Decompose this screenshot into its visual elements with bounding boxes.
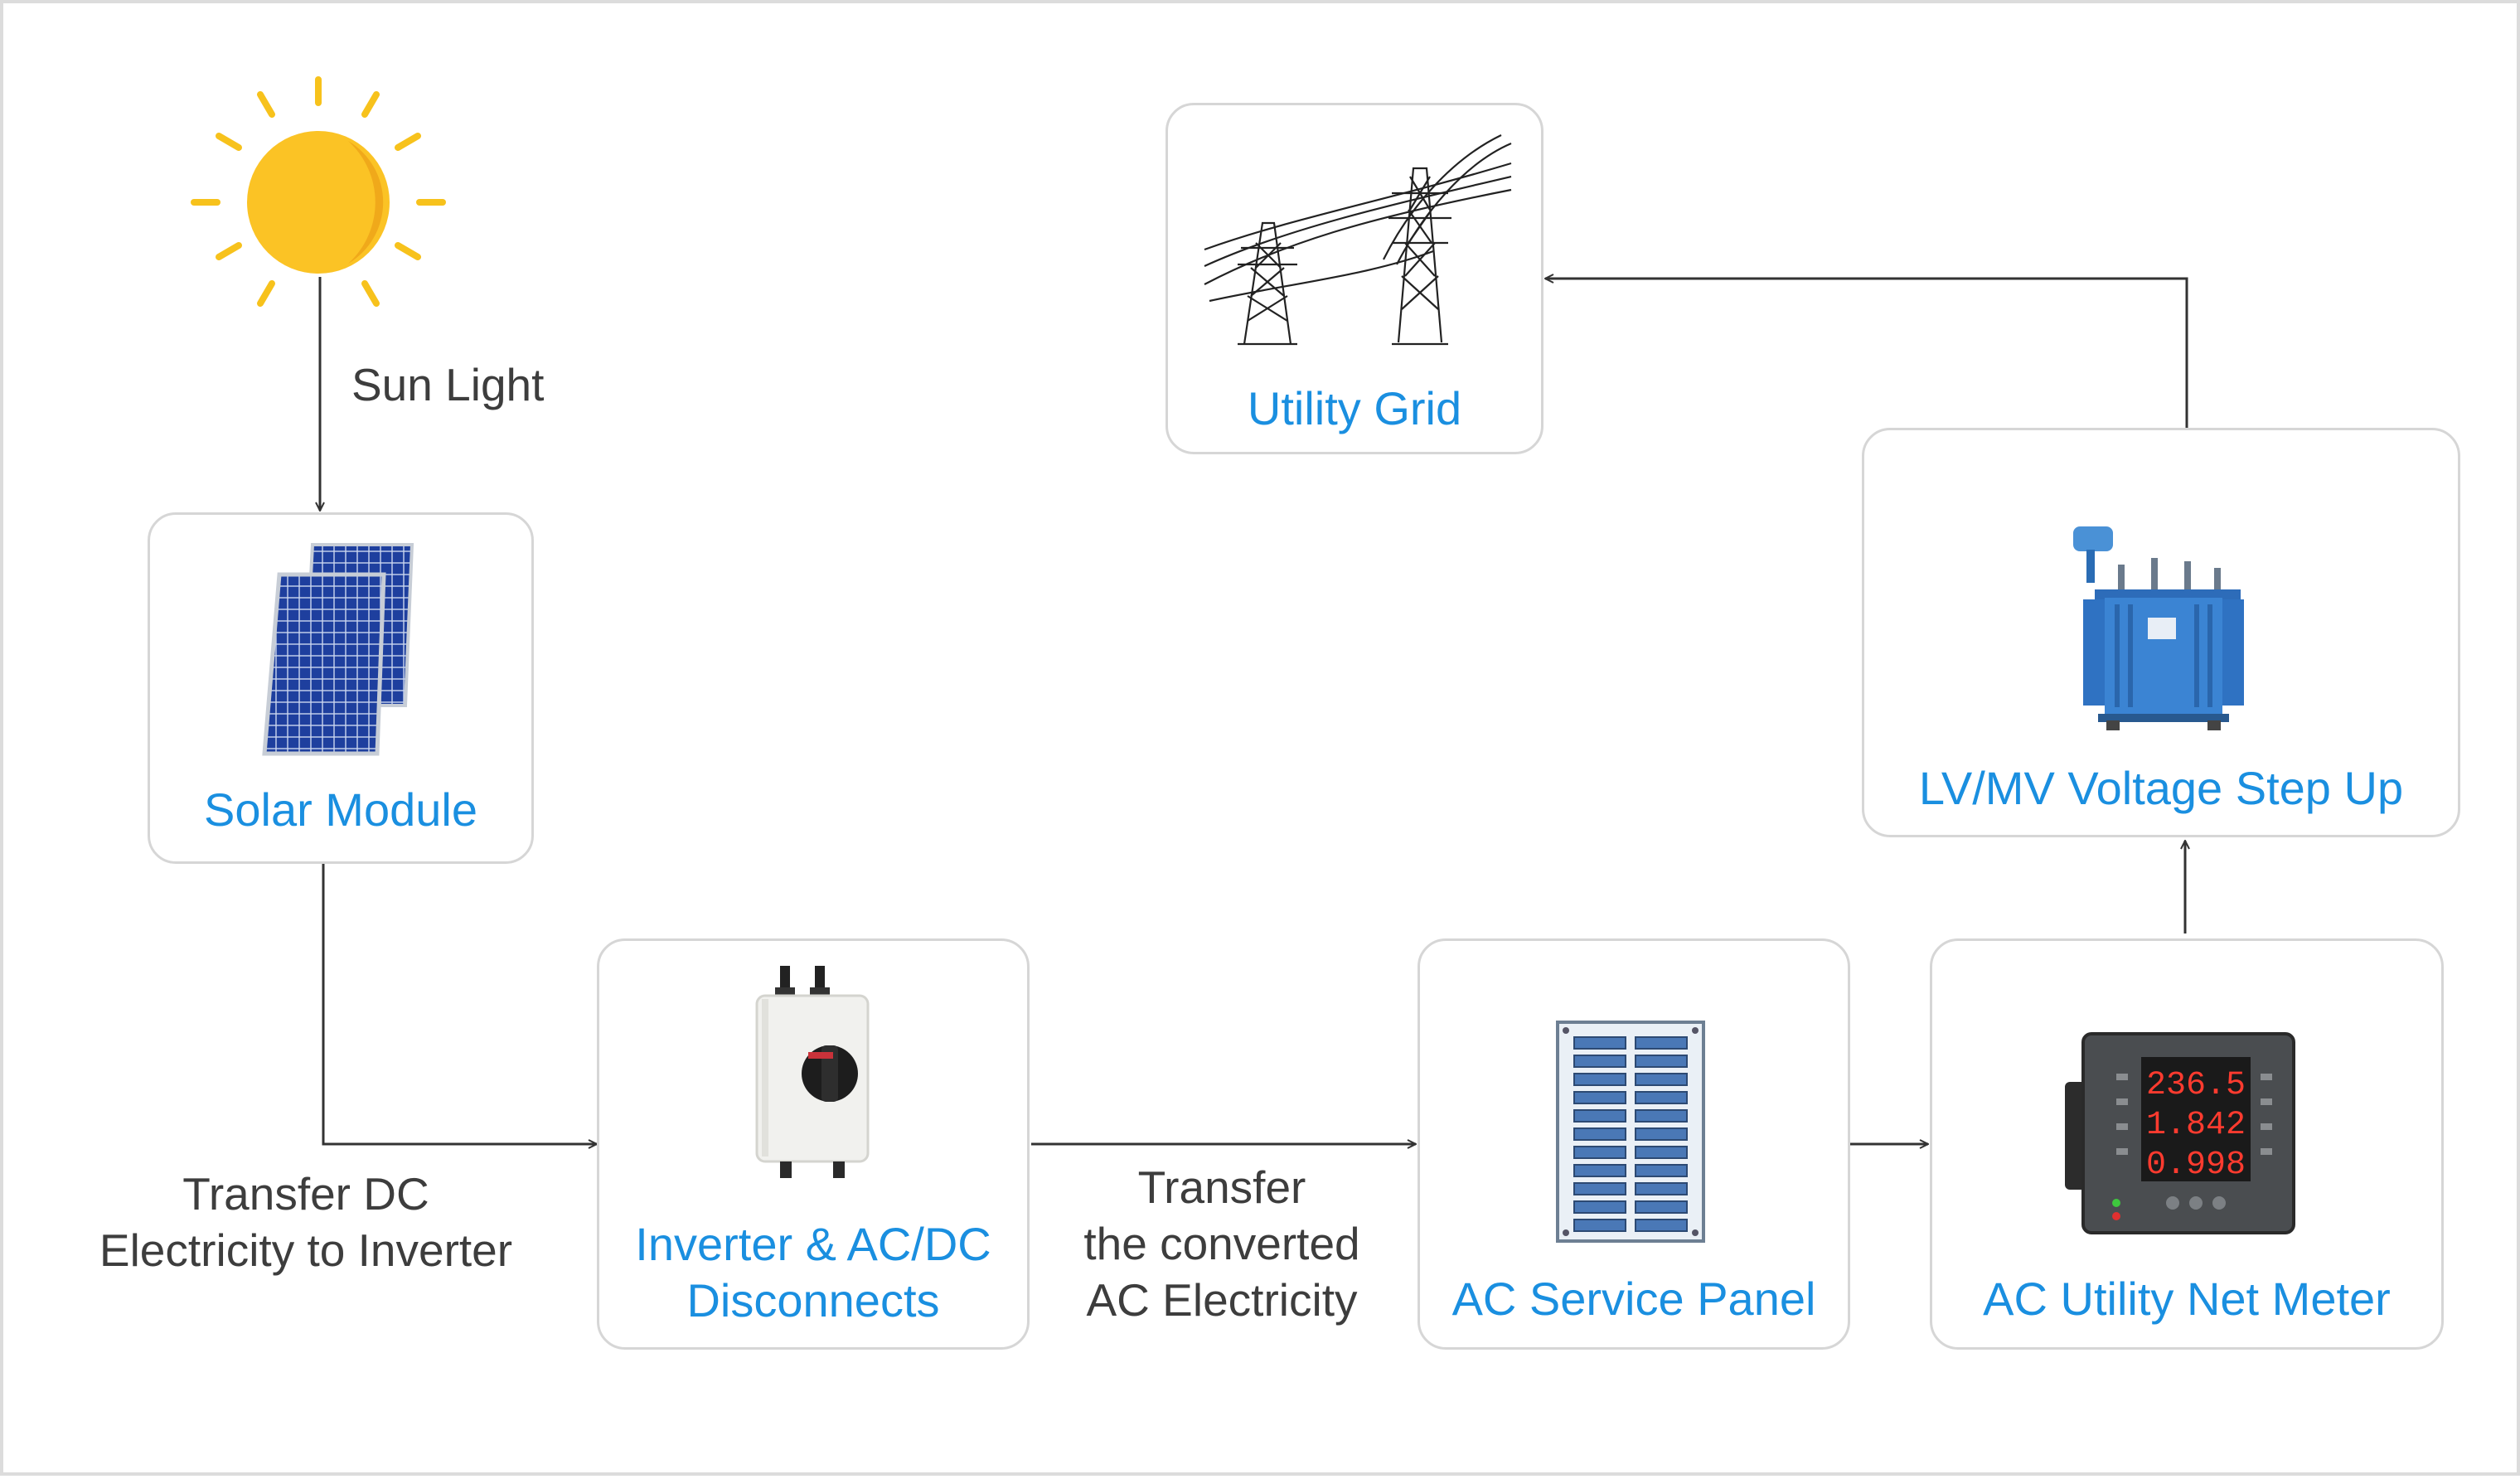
meter-reading-3: 0.998 [2146,1147,2246,1184]
disconnect-switch-icon [755,966,870,1178]
breaker-slot [1573,1036,1626,1050]
inverter-node: Inverter & AC/DC Disconnects [597,938,1030,1350]
step-up-label: LV/MV Voltage Step Up [1918,762,2404,814]
meter-reading-2: 1.842 [2146,1107,2246,1144]
breaker-slot [1635,1109,1688,1123]
breaker-slot [1635,1146,1688,1159]
sun-light-label: Sun Light [351,359,545,410]
meter-reading-1: 236.5 [2146,1067,2246,1104]
breaker-slot [1573,1164,1626,1177]
transfer-ac-note: Transfer the converted AC Electricity [1048,1159,1396,1328]
breaker-slot [1635,1055,1688,1068]
breaker-slot [1573,1055,1626,1068]
edge-solar-module-to-inverter [322,862,597,1144]
breaker-slot [1573,1219,1626,1232]
breaker-slot [1573,1073,1626,1086]
service-panel-node: AC Service Panel [1418,938,1850,1350]
inverter-label-line2: Disconnects [686,1274,940,1326]
breaker-slot [1635,1200,1688,1214]
solar-module-label: Solar Module [204,783,477,836]
breaker-slot [1573,1127,1626,1141]
transmission-tower-icon [1204,134,1512,346]
breaker-slot [1573,1091,1626,1104]
breaker-slot [1573,1182,1626,1195]
utility-grid-label: Utility Grid [1247,382,1462,434]
transfer-ac-line3: AC Electricity [1086,1274,1358,1326]
transfer-ac-line1: Transfer [1137,1161,1306,1213]
net-meter-node: 236.5 1.842 0.998 AC Utility Net Meter [1930,938,2444,1350]
transfer-dc-note: Transfer DC Electricity to Inverter [61,1166,550,1278]
breaker-slot [1635,1219,1688,1232]
breaker-slot [1635,1091,1688,1104]
transfer-ac-line2: the converted [1083,1218,1360,1269]
breaker-slot [1573,1146,1626,1159]
breaker-slot [1573,1109,1626,1123]
step-up-node: LV/MV Voltage Step Up [1862,428,2460,837]
transformer-icon [2073,526,2244,730]
inverter-label-line1: Inverter & AC/DC [635,1218,991,1270]
utility-grid-node: Utility Grid [1166,103,1544,454]
power-meter-icon: 236.5 1.842 0.998 [2065,1032,2295,1234]
transfer-dc-line2: Electricity to Inverter [99,1224,513,1276]
sun-icon [191,76,446,307]
service-panel-label: AC Service Panel [1451,1273,1816,1325]
breaker-slot [1635,1036,1688,1050]
edge-step-up-to-utility-grid [1545,279,2188,428]
solar-module-node: Solar Module [148,512,534,864]
transfer-dc-line1: Transfer DC [182,1168,429,1220]
breaker-panel-icon [1556,1021,1705,1243]
solar-panel-icon [262,543,414,756]
breaker-slot [1635,1073,1688,1086]
breaker-slot [1573,1200,1626,1214]
breaker-slot [1635,1164,1688,1177]
breaker-slot [1635,1127,1688,1141]
net-meter-label: AC Utility Net Meter [1983,1273,2391,1325]
breaker-slot [1635,1182,1688,1195]
